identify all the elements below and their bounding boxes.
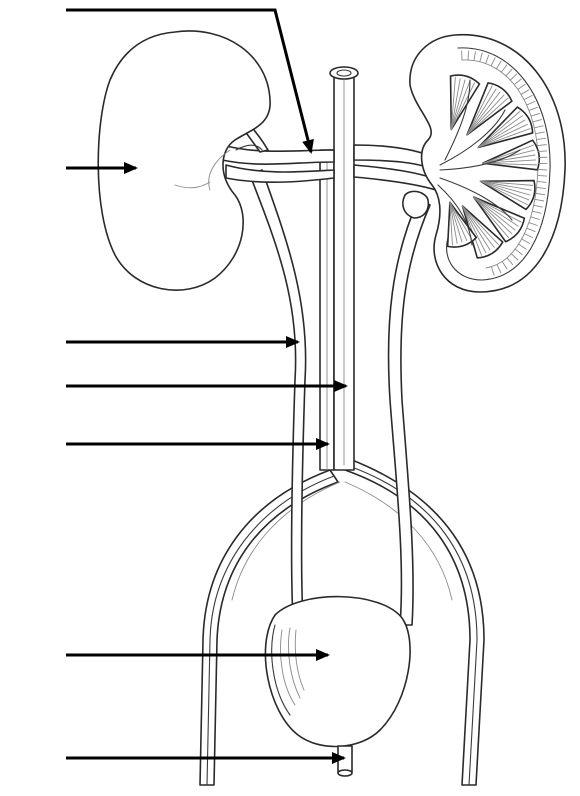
pyramid-striation: [462, 205, 487, 254]
cortex-tick: [495, 60, 502, 70]
pyramid-striation: [477, 119, 526, 148]
pyramid-striation: [466, 91, 501, 136]
pyramid-striation: [473, 196, 516, 231]
pyramid-striation: [450, 79, 466, 130]
cortex-tick: [500, 64, 508, 73]
pyramid-striation: [466, 88, 497, 136]
bladder: [264, 595, 411, 748]
cortex-tick: [479, 52, 483, 63]
pyramid-striation: [477, 128, 531, 148]
cortex-tick: [535, 131, 545, 135]
pyramid-striation: [462, 205, 499, 246]
cortex-tick: [531, 210, 542, 214]
cortex-tick: [523, 95, 533, 101]
pyramid-striation: [449, 201, 473, 240]
pyramid-striation: [473, 196, 513, 235]
cortex-tick: [467, 50, 469, 61]
pyramid-striation: [473, 196, 519, 227]
vena-cava: [319, 149, 335, 471]
pyramid-striation: [473, 196, 510, 239]
cortex-tick: [537, 175, 548, 177]
cortex-tick: [536, 181, 547, 183]
pyramid-striation: [482, 144, 534, 164]
cortex-tick: [505, 68, 513, 77]
cortex-tick: [534, 198, 545, 202]
pyramid-striation: [466, 97, 509, 136]
pyramid-striation: [450, 78, 461, 130]
cortex-tick: [490, 266, 495, 276]
pyramid-striation: [477, 115, 523, 148]
pyramid-striation: [462, 205, 491, 251]
cortex-tick: [496, 263, 502, 273]
cortex-tick: [523, 233, 533, 238]
cortex-tick: [536, 137, 546, 141]
pyramid-striation: [450, 76, 456, 130]
cortex-tick: [536, 144, 547, 146]
cortex-tick: [514, 248, 523, 256]
pyramid-striation: [449, 201, 458, 244]
pyramid-striation: [477, 123, 528, 148]
cortex-tick: [509, 73, 518, 81]
cortex-tick: [526, 100, 536, 106]
pyramid-striation: [466, 85, 493, 136]
cortex-tick: [537, 150, 548, 152]
renal-pyramid: [472, 196, 526, 243]
cortex-tick: [526, 227, 536, 232]
cortex-tick: [528, 106, 538, 112]
pyramid-striation: [482, 162, 538, 166]
pyramid-striation: [450, 80, 471, 130]
cortex-tick: [532, 119, 542, 123]
pyramid-striation: [477, 110, 521, 148]
cortex-tick: [533, 204, 543, 208]
cortex-tick: [520, 89, 530, 95]
pyramid-striation: [480, 180, 530, 201]
cortex-tick: [485, 54, 490, 65]
cortex-tick: [473, 51, 476, 62]
pyramid-striation: [449, 201, 453, 246]
cortex-tick: [517, 83, 526, 90]
right-kidney-cross-section: [402, 34, 566, 293]
cortex-tick: [510, 253, 519, 261]
cortex-tick: [506, 257, 514, 266]
cortex-tick: [501, 260, 508, 270]
cortex-tick: [521, 238, 530, 244]
pyramid-striation: [450, 82, 476, 130]
pyramid-striation: [449, 201, 468, 241]
cortex-tick: [536, 186, 546, 189]
pyramid-striation: [480, 180, 528, 206]
pyramid-striation: [480, 180, 532, 191]
pyramid-striation: [480, 180, 534, 186]
iliac-vessels: [199, 459, 485, 786]
pyramid-striation: [466, 94, 505, 136]
pyramid-striation: [473, 196, 522, 223]
cortex-tick: [528, 222, 538, 226]
left-kidney: [97, 30, 271, 291]
leader-lines: [66, 8, 348, 764]
leader-line-adrenal-or-renal-vessel: [66, 8, 314, 154]
cortex-tick: [533, 125, 544, 129]
pyramid-striation: [462, 205, 495, 248]
aorta: [329, 66, 359, 471]
cortex-tick: [535, 192, 546, 196]
pyramid-striation: [480, 180, 531, 196]
renal-vessels: [221, 124, 441, 191]
cortex-tick: [518, 243, 527, 250]
renal-pyramid: [466, 82, 513, 136]
cortex-tick: [530, 112, 541, 117]
cortex-tick: [490, 57, 496, 67]
urethra: [337, 745, 353, 777]
pyramid-striation: [449, 201, 463, 243]
pyramid-striation: [482, 154, 536, 164]
cortex-tick: [513, 78, 522, 86]
cortex-tick: [530, 216, 540, 220]
